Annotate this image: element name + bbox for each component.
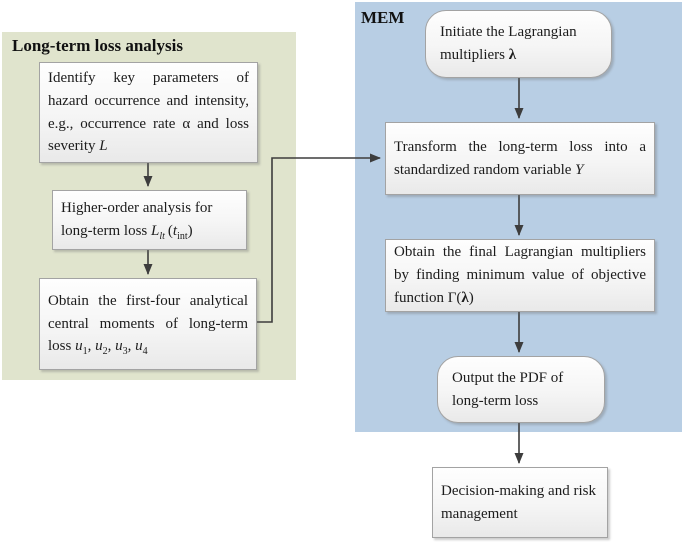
node-higher-order-analysis: Higher-order analysis for long-term loss… [52,190,247,250]
node-higher-order-analysis-label: Higher-order analysis for long-term loss… [61,200,213,242]
node-transform-standardized: Transform the long-term loss into a stan… [385,122,655,195]
node-identify-key-parameters-label: Identify key parameters of hazard occurr… [48,69,249,155]
node-initiate-lagrangian: Initiate the Lagrangian multipliers λ [425,10,612,78]
node-decision-making-label: Decision-making and risk management [441,482,596,522]
right-region-title: MEM [361,8,405,27]
node-identify-key-parameters: Identify key parameters of hazard occurr… [39,62,258,163]
node-output-pdf-label: Output the PDF of long-term loss [452,369,564,409]
node-central-moments-label: Obtain the first-four analytical central… [48,292,248,358]
node-decision-making: Decision-making and risk management [432,467,608,538]
node-obtain-final-lagrangian: Obtain the final Lagrangian multipliers … [385,239,655,312]
node-transform-standardized-label: Transform the long-term loss into a stan… [394,138,646,178]
node-obtain-final-lagrangian-label: Obtain the final Lagrangian multipliers … [394,244,646,306]
node-central-moments: Obtain the first-four analytical central… [39,278,257,370]
node-initiate-lagrangian-label: Initiate the Lagrangian multipliers λ [440,24,577,63]
left-region-title: Long-term loss analysis [12,36,183,55]
node-output-pdf: Output the PDF of long-term loss [437,356,605,423]
